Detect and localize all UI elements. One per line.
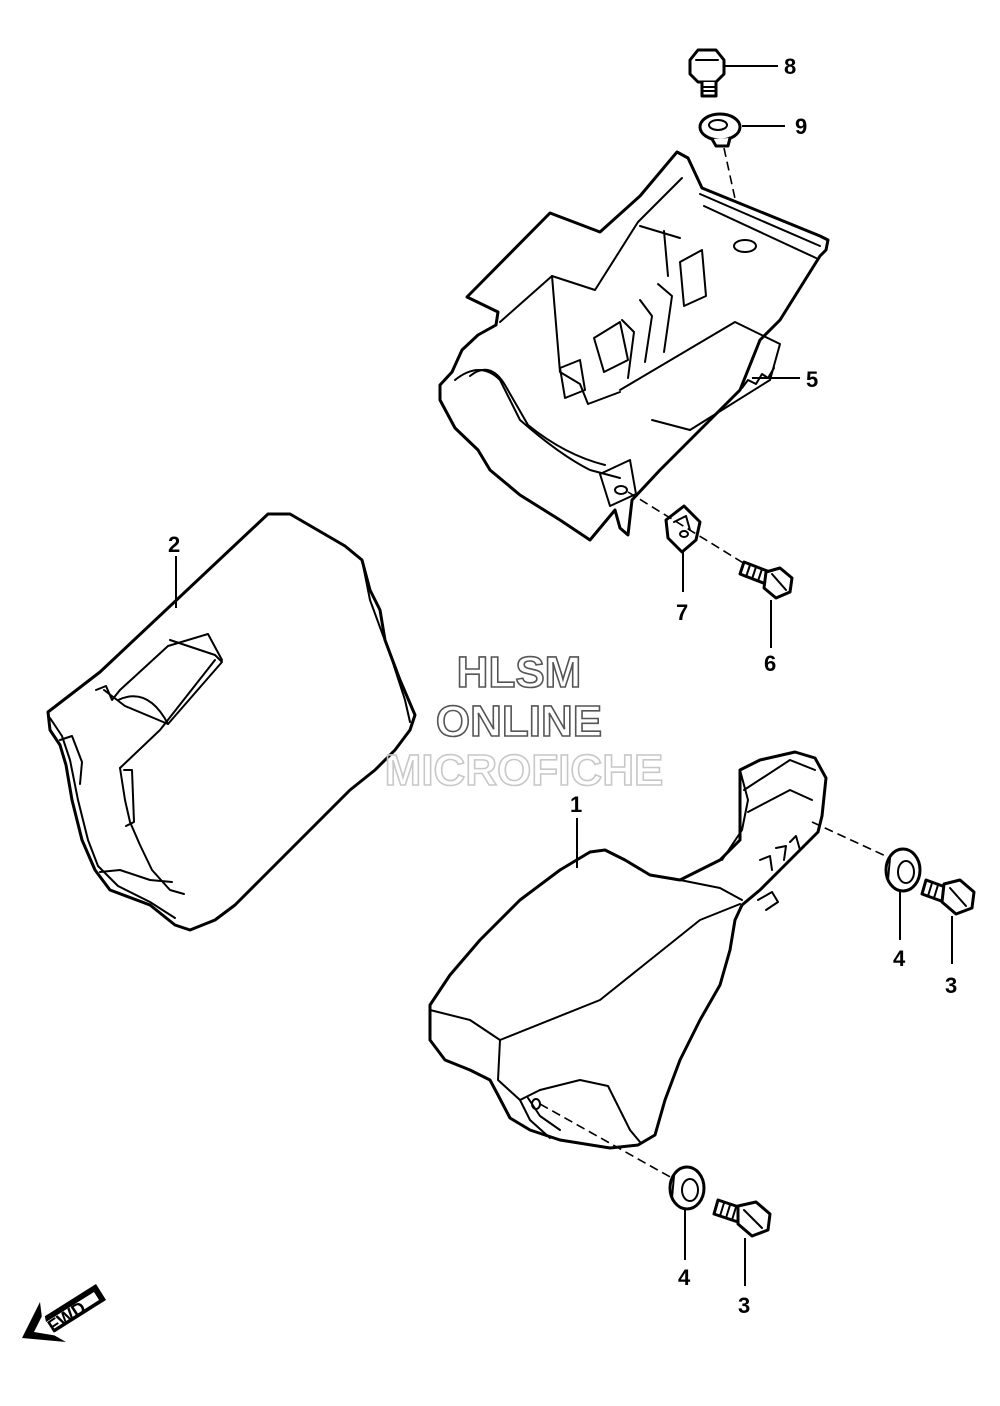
fwd-arrow-icon: FWD	[22, 1284, 106, 1342]
part-4a-washer[interactable]	[884, 847, 922, 893]
part-7-clip-nut[interactable]	[664, 504, 702, 554]
callout-7: 7	[676, 600, 688, 625]
callout-2: 2	[168, 532, 180, 557]
callout-9: 9	[795, 114, 807, 139]
callout-4a: 4	[893, 946, 906, 971]
part-8-bolt[interactable]	[688, 48, 726, 98]
callout-5: 5	[806, 367, 818, 392]
callout-3a: 3	[945, 973, 957, 998]
part-4b-washer[interactable]	[668, 1165, 706, 1211]
part-3a-bolt[interactable]	[920, 878, 976, 916]
watermark-line-1: HLSM	[457, 648, 582, 697]
dash-4a	[811, 821, 891, 859]
callout-8: 8	[784, 54, 796, 79]
part-6-bolt[interactable]	[738, 560, 794, 600]
callout-4b: 4	[678, 1265, 691, 1290]
watermark-line-3: MICROFICHE	[385, 746, 664, 795]
watermark-line-2: ONLINE	[436, 697, 602, 746]
dash-6	[627, 491, 746, 565]
part-3b-bolt[interactable]	[712, 1198, 772, 1238]
part-1-right-cover[interactable]	[428, 750, 828, 1150]
callout-6: 6	[764, 651, 776, 676]
watermark: HLSM ONLINE MICROFICHE	[384, 647, 664, 796]
part-5-tray[interactable]	[438, 150, 830, 542]
callout-1: 1	[570, 792, 582, 817]
dash-4b	[539, 1103, 673, 1179]
callout-3b: 3	[738, 1293, 750, 1318]
part-2-left-cover[interactable]	[46, 512, 417, 932]
part-9-grommet[interactable]	[698, 112, 742, 148]
